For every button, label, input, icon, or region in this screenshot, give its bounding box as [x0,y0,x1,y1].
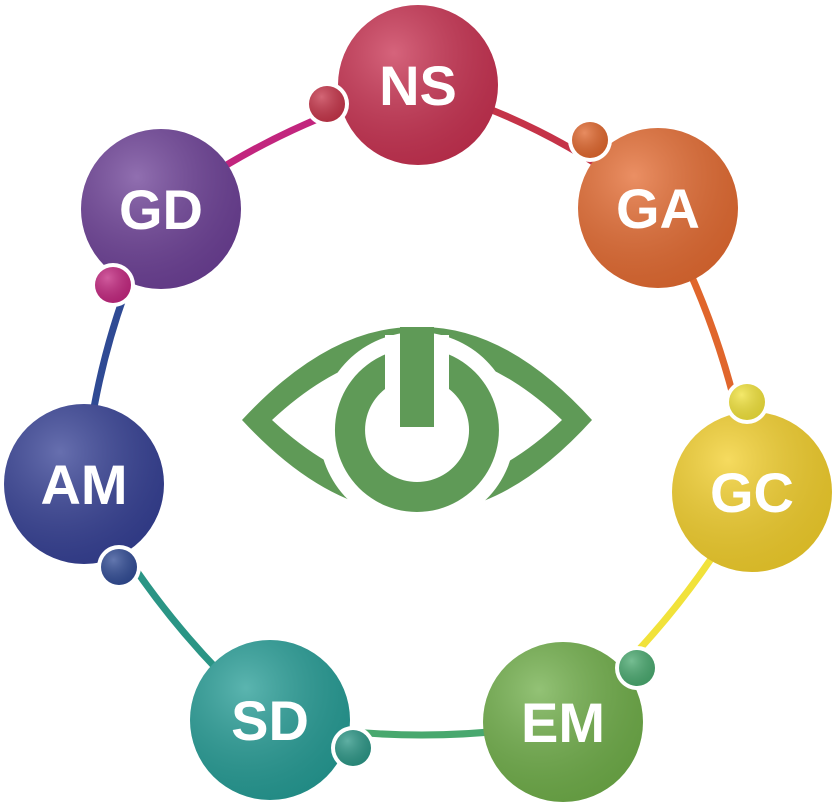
joint-dot-gd-ns [91,263,135,307]
joint-dot-sd-am [331,726,375,770]
node-sd: SD [190,640,350,800]
node-label: NS [379,54,457,117]
eye-power-icon [242,326,592,528]
joint-dot-gc-em [725,380,769,424]
node-label: AM [40,453,127,516]
joint-dot-ns-ga [305,82,349,126]
node-gc: GC [672,412,832,572]
node-gd: GD [81,129,241,289]
node-em: EM [483,642,643,802]
joint-dot-am-gd [97,545,141,589]
node-layer: NS GA GC EM SD AM GD [4,5,832,802]
node-ga: GA [578,128,738,288]
node-label: GD [119,178,203,241]
node-ns: NS [338,5,498,165]
node-label: GC [710,461,794,524]
joint-dot-ga-gc [568,118,612,162]
node-label: GA [616,177,700,240]
joint-dots [91,82,769,770]
node-am: AM [4,404,164,564]
node-label: SD [231,689,309,752]
joint-dot-em-sd [615,646,659,690]
node-label: EM [521,691,605,754]
